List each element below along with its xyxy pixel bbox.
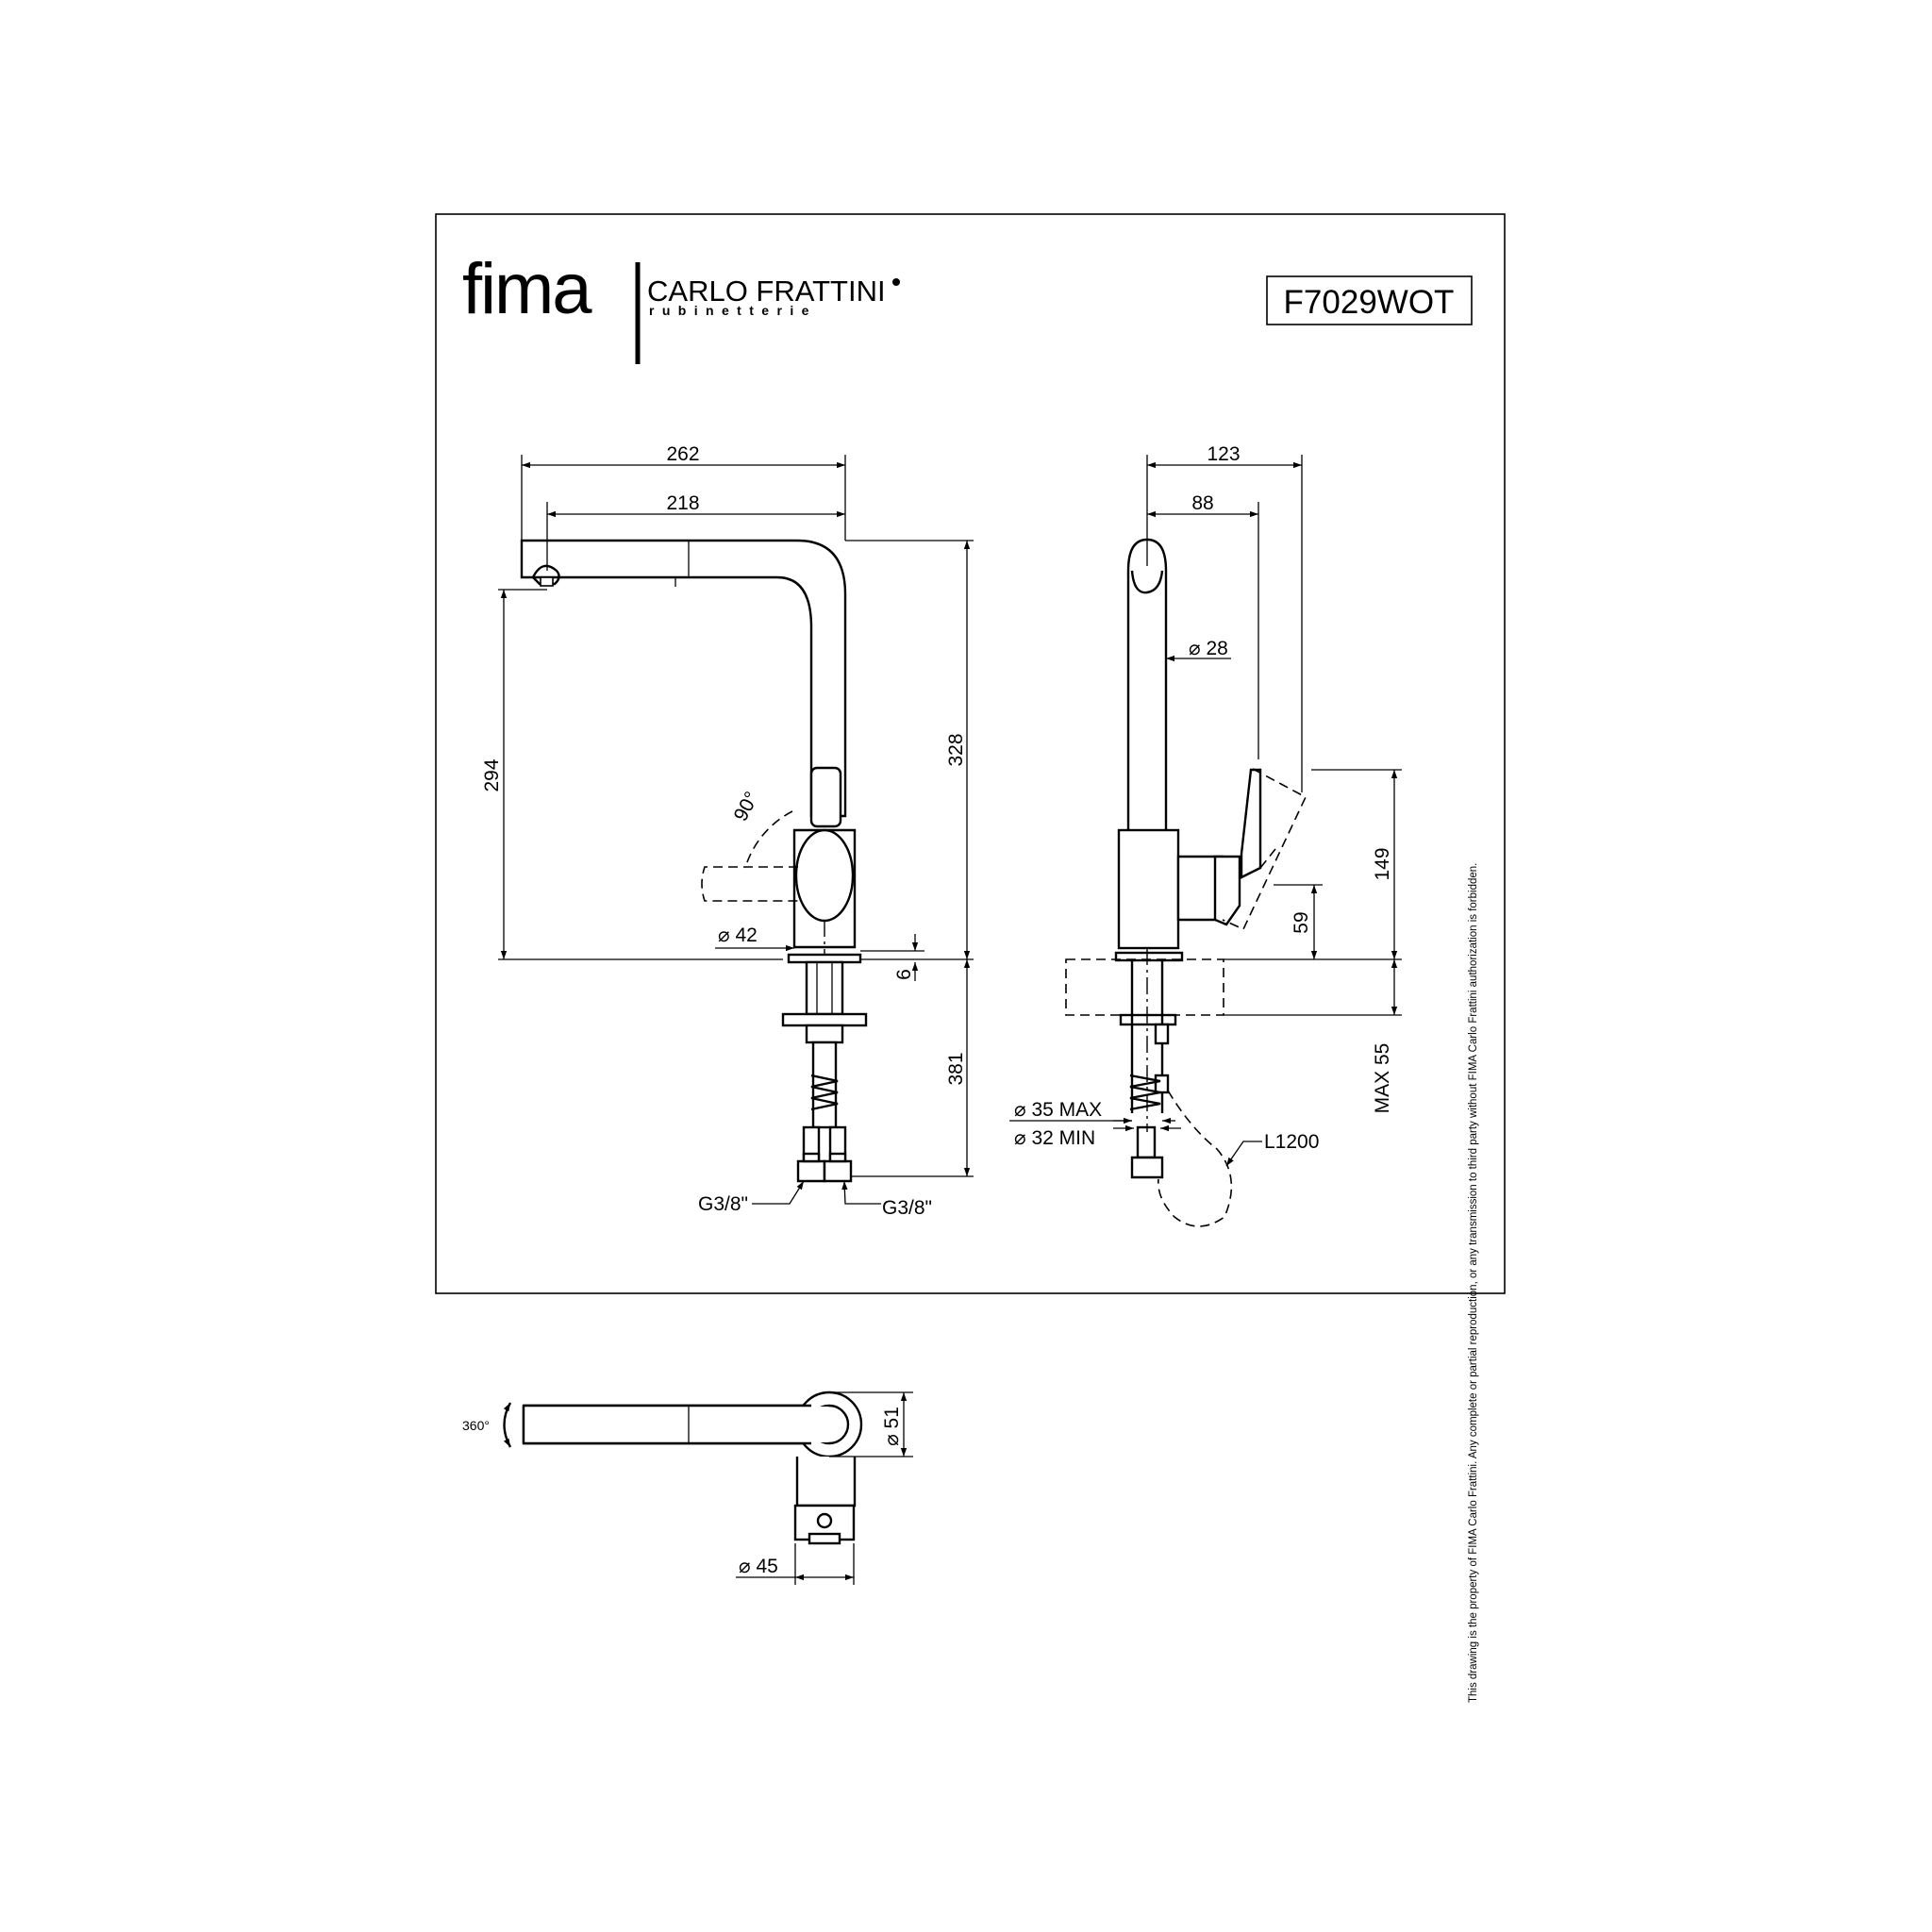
dim-shank-length: 381 bbox=[945, 1052, 967, 1085]
logo-word: fima bbox=[462, 249, 592, 329]
top-body bbox=[795, 1457, 857, 1507]
product-code-box: F7029WOT bbox=[1266, 275, 1473, 325]
dim-lever-base-height: 59 bbox=[1291, 911, 1312, 933]
top-dimensions: ⌀ 51 ⌀ 45 bbox=[736, 1391, 913, 1585]
rotation-arrow bbox=[503, 1402, 512, 1448]
product-code: F7029WOT bbox=[1284, 284, 1455, 321]
logo-dot bbox=[892, 278, 900, 286]
side-lever bbox=[1240, 768, 1262, 879]
sheet-frame bbox=[435, 213, 1506, 1294]
disclaimer: This drawing is the property of FIMA Car… bbox=[1468, 863, 1479, 1703]
connector-right-label: G3/8" bbox=[882, 1197, 932, 1219]
dim-deck-thickness: MAX 55 bbox=[1372, 1043, 1393, 1114]
side-body bbox=[1117, 828, 1180, 950]
front-shank bbox=[805, 960, 844, 1016]
front-nut-plate bbox=[781, 1012, 868, 1027]
side-view bbox=[1065, 538, 1307, 1227]
logo-name: CARLO FRATTINI bbox=[647, 275, 886, 308]
dim-spout-diameter: ⌀ 28 bbox=[1189, 638, 1228, 659]
side-deck bbox=[1065, 958, 1224, 1016]
dim-depth-total: 123 bbox=[1207, 443, 1240, 465]
dim-lever-height: 149 bbox=[1372, 847, 1393, 880]
side-hose-loop bbox=[1158, 1090, 1233, 1227]
logo-sub: rubinetterie bbox=[649, 303, 817, 318]
front-base-plate bbox=[787, 953, 862, 964]
brand-logo: fima CARLO FRATTINI rubinetterie bbox=[462, 249, 900, 364]
front-view bbox=[520, 539, 868, 1183]
front-spout bbox=[520, 539, 847, 818]
dim-hose-length: L1200 bbox=[1264, 1131, 1319, 1153]
connector-left-label: G3/8" bbox=[698, 1193, 748, 1215]
side-dimensions: 123 88 ⌀ 28 149 59 MAX 55 ⌀ 35 MAX ⌀ 32 … bbox=[1009, 443, 1402, 1167]
front-dimensions: 262 218 294 328 90° ⌀ 42 6 381 G3/8" G3/… bbox=[481, 443, 974, 1219]
dim-hole-max: ⌀ 35 MAX bbox=[1014, 1099, 1102, 1121]
top-view: 360° bbox=[462, 1391, 863, 1545]
dim-body-diameter: ⌀ 42 bbox=[718, 924, 758, 946]
front-lever-hub bbox=[794, 828, 855, 923]
dim-hole-min: ⌀ 32 MIN bbox=[1014, 1127, 1095, 1149]
dim-width-spout: 218 bbox=[666, 492, 699, 514]
dim-base-diameter: ⌀ 45 bbox=[739, 1556, 778, 1577]
front-lever bbox=[809, 766, 842, 828]
dim-width-total: 262 bbox=[666, 443, 699, 465]
dim-rotation: 360° bbox=[462, 1418, 490, 1433]
dim-height-total: 328 bbox=[945, 733, 967, 766]
dim-lever-angle: 90° bbox=[730, 789, 763, 825]
dim-base-thickness: 6 bbox=[893, 969, 915, 980]
dim-head-diameter: ⌀ 51 bbox=[881, 1407, 903, 1446]
dim-height-spout: 294 bbox=[481, 758, 503, 791]
dim-depth-to-lever: 88 bbox=[1191, 492, 1213, 514]
